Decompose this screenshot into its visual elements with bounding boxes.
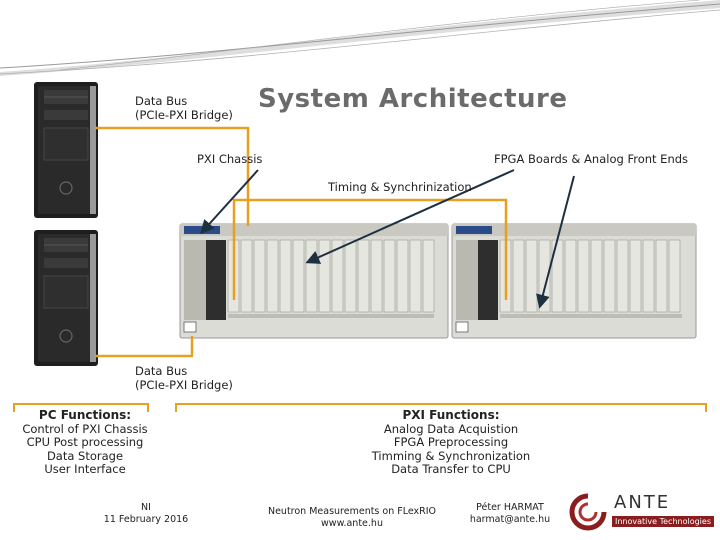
data-bus-top-label: Data Bus (PCIe-PXI Bridge) [135, 94, 233, 122]
footer-date: 11 February 2016 [103, 514, 189, 525]
pxi-function-item: Data Transfer to CPU [391, 462, 511, 476]
fpga-boards-label: FPGA Boards & Analog Front Ends [494, 152, 689, 166]
pc-function-item: Control of PXI Chassis [22, 421, 148, 436]
pc-functions-title: PC Functions: [38, 408, 132, 422]
data-bus-top-line-1: Data Bus [135, 94, 188, 108]
footer-talk-title: Neutron Measurements on FLexRIO [267, 506, 437, 517]
pc-function-item: Data Storage [46, 448, 124, 463]
pc-tower-icon-2 [34, 230, 98, 366]
data-bus-bottom-line-1: Data Bus [135, 364, 188, 378]
timing-label: Timing & Synchrinization [328, 180, 472, 194]
pxi-function-item: Analog Data Acquistion [383, 421, 519, 436]
header-swoosh [0, 0, 720, 76]
pxi-functions-bracket [175, 403, 707, 412]
footer-left: NI 11 February 2016 [96, 502, 196, 526]
pc-tower-icon [34, 82, 98, 218]
data-bus-top-line-2: (PCIe-PXI Bridge) [135, 108, 233, 122]
pc-function-item: User Interface [44, 462, 126, 476]
footer-center: Neutron Measurements on FLexRIO www.ante… [262, 506, 442, 530]
footer-right: Péter HARMAT harmat@ante.hu [462, 502, 558, 526]
pxi-chassis-label: PXI Chassis [197, 152, 263, 166]
pxi-function-item: FPGA Preprocessing [393, 435, 509, 449]
pc-function-item: CPU Post processing [26, 435, 144, 449]
pxi-function-item: Timming & Synchronization [371, 448, 531, 463]
ante-logo-tagline: Innovative Technologies [612, 516, 714, 527]
data-bus-bottom-line [95, 336, 194, 358]
ante-logo: ANTE Innovative Technologies [566, 492, 714, 532]
data-bus-top-line [95, 126, 250, 226]
fpga-arrow-right [536, 175, 575, 309]
pxi-functions-title: PXI Functions: [402, 408, 500, 422]
data-bus-bottom-label: Data Bus (PCIe-PXI Bridge) [135, 364, 233, 392]
pxi-functions: PXI Functions: Analog Data Acquistion FP… [366, 408, 536, 477]
pxi-chassis-icon-2 [451, 223, 697, 339]
footer-url: www.ante.hu [321, 518, 383, 529]
data-bus-bottom-line-2: (PCIe-PXI Bridge) [135, 378, 233, 392]
slide-title: System Architecture [258, 84, 568, 114]
ante-logo-name: ANTE [614, 492, 671, 513]
timing-sync-line [232, 198, 508, 300]
pxi-chassis-arrow [200, 169, 259, 235]
ante-logo-mark-icon [569, 493, 607, 531]
footer-org: NI [141, 502, 151, 513]
fpga-arrow-left [305, 169, 515, 264]
pc-functions-bracket [13, 403, 149, 412]
footer-email: harmat@ante.hu [469, 514, 551, 525]
pc-functions: PC Functions: Control of PXI Chassis CPU… [10, 408, 160, 477]
footer-author: Péter HARMAT [476, 502, 544, 513]
pxi-chassis-icon [179, 223, 449, 339]
